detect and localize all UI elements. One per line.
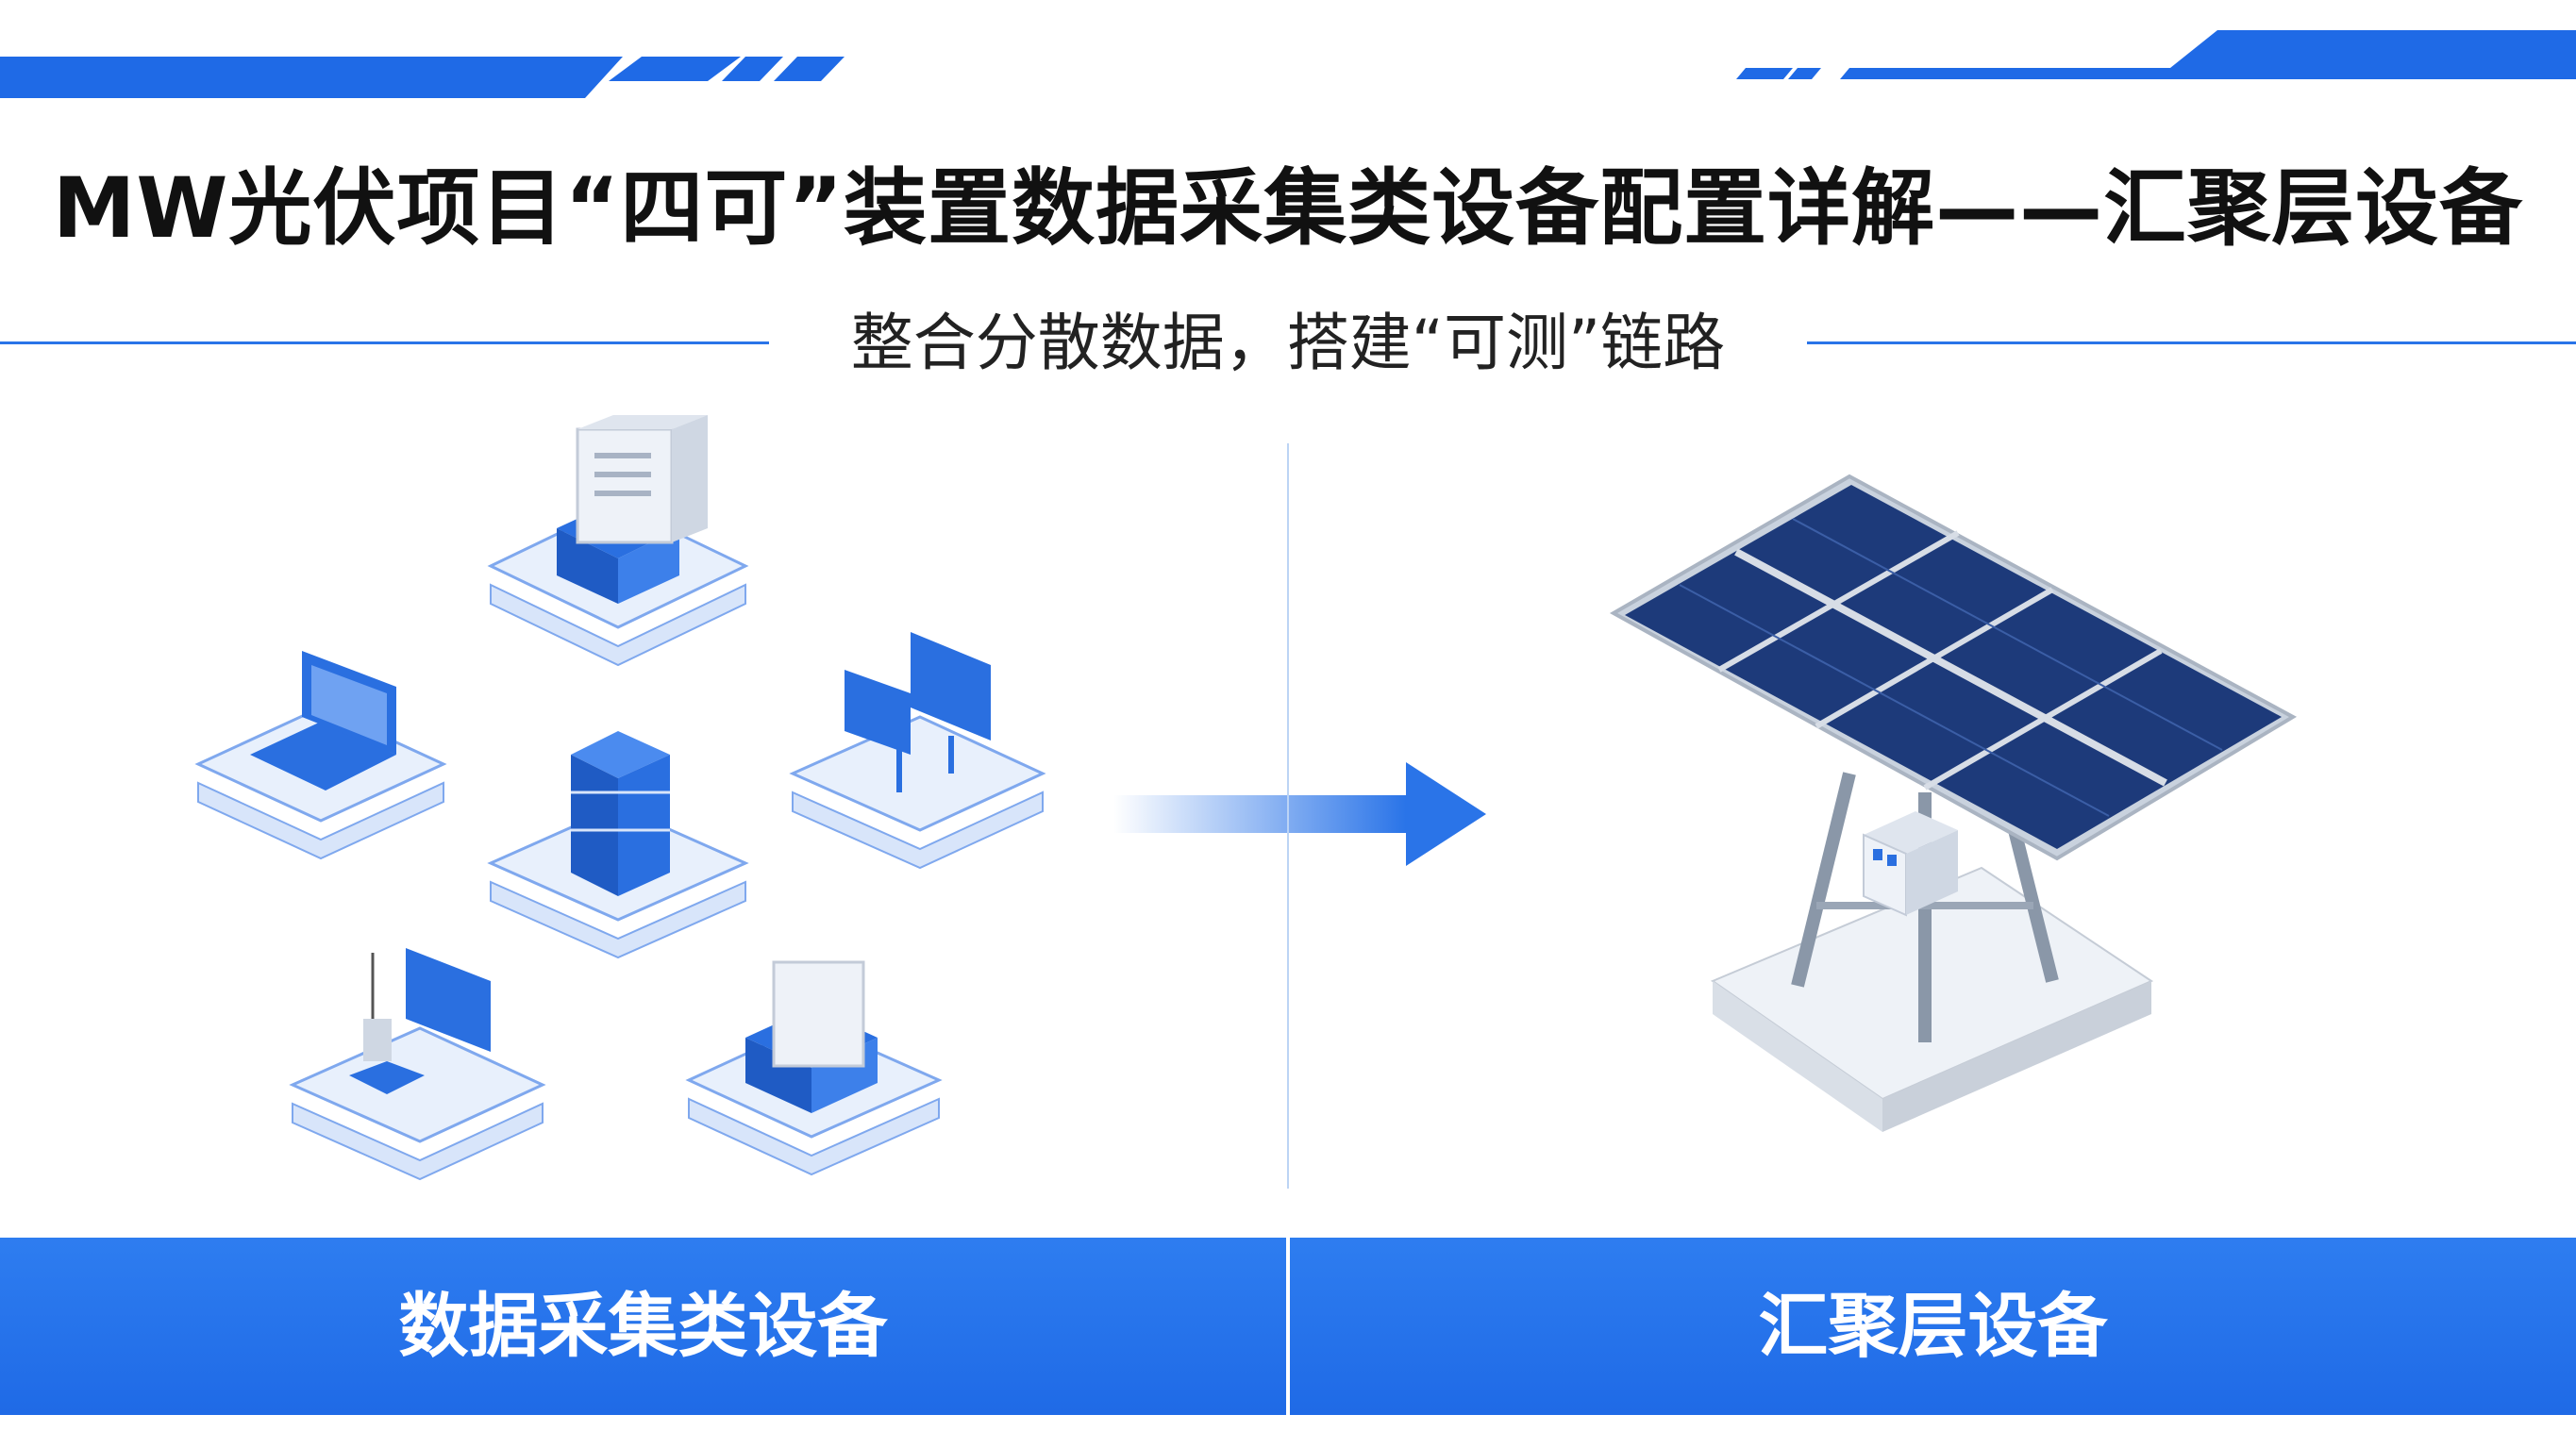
top-right-stripe xyxy=(1840,30,2576,79)
device-server-unit xyxy=(685,960,943,1176)
device-server-tower xyxy=(487,415,749,667)
page-title: MW光伏项目“四可”装置数据采集类设备配置详解——汇聚层设备 xyxy=(52,159,2524,257)
flow-arrow xyxy=(1113,762,1486,866)
solar-array-illustration xyxy=(1609,474,2298,1132)
device-laptop xyxy=(194,651,447,860)
left-label-bar xyxy=(0,1238,1286,1415)
top-left-dash-2 xyxy=(722,57,783,81)
left-panel-label: 数据采集类设备 xyxy=(398,1286,888,1367)
top-right-dash-1 xyxy=(1736,68,1793,79)
page-subtitle: 整合分散数据，搭建“可测”链路 xyxy=(850,307,1726,379)
device-antenna-terminal xyxy=(289,948,546,1181)
device-rack-server xyxy=(487,731,749,959)
subtitle-line-right xyxy=(1807,341,2576,344)
device-display-boards xyxy=(789,632,1046,870)
subtitle-line-left xyxy=(0,341,769,344)
panel-divider xyxy=(1287,443,1289,1189)
top-left-stripe xyxy=(0,57,623,98)
right-panel-label: 汇聚层设备 xyxy=(1758,1286,2108,1367)
top-left-dash-3 xyxy=(774,57,845,81)
top-left-dash-1 xyxy=(609,57,741,81)
right-label-bar xyxy=(1290,1238,2576,1415)
top-right-dash-2 xyxy=(1788,68,1821,79)
